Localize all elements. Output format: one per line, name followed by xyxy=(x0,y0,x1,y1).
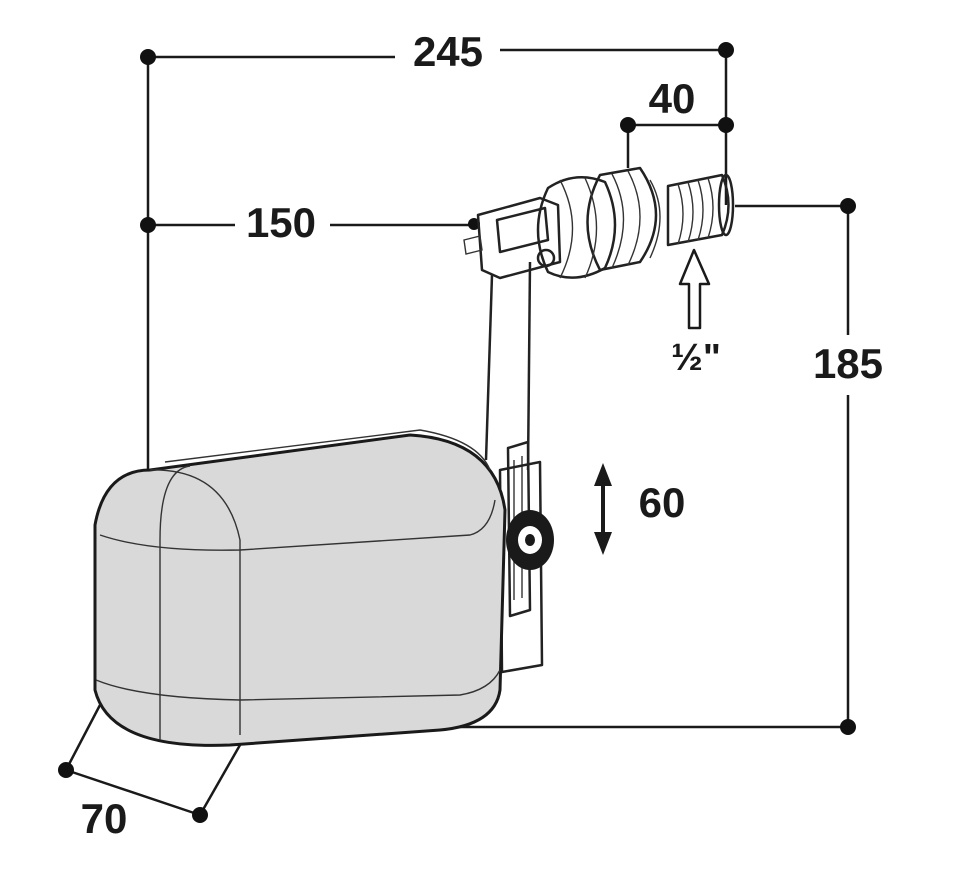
dimension-dot xyxy=(140,49,156,65)
dimension-label-150: 150 xyxy=(246,199,316,246)
dimension-label-245: 245 xyxy=(413,28,483,75)
dimension-40: 40 xyxy=(620,75,734,168)
valve-body xyxy=(463,166,735,280)
dimension-dot xyxy=(718,117,734,133)
dimension-185: 185 xyxy=(330,198,883,735)
float-shell xyxy=(93,433,507,747)
valve-head xyxy=(536,175,617,279)
dimension-dot xyxy=(140,217,156,233)
dimension-dot xyxy=(620,117,636,133)
dimension-dot xyxy=(718,42,734,58)
double-arrow-vertical-icon xyxy=(594,463,612,555)
dimension-dot xyxy=(468,218,480,230)
dimension-dot xyxy=(58,762,74,778)
dimension-label-70: 70 xyxy=(81,795,128,842)
dimension-label-185: 185 xyxy=(813,340,883,387)
hex-nut xyxy=(586,166,661,272)
adjustment-knob xyxy=(506,510,554,570)
dimension-60: 60 xyxy=(594,463,685,555)
dimension-150: 150 xyxy=(140,199,480,246)
threaded-nozzle xyxy=(666,173,735,247)
up-arrow-icon xyxy=(678,248,711,330)
dimension-70: 70 xyxy=(58,704,242,842)
dimension-dot xyxy=(840,719,856,735)
float-body xyxy=(93,429,507,747)
dimension-245: 245 xyxy=(140,28,734,548)
dimension-dot xyxy=(840,198,856,214)
thread-size-label: ½" xyxy=(671,337,721,379)
thread-size-callout: ½" xyxy=(671,248,721,379)
dimension-label-60: 60 xyxy=(639,479,686,526)
dimension-label-40: 40 xyxy=(649,75,696,122)
dimension-dot xyxy=(192,807,208,823)
lever-bracket xyxy=(463,196,562,280)
